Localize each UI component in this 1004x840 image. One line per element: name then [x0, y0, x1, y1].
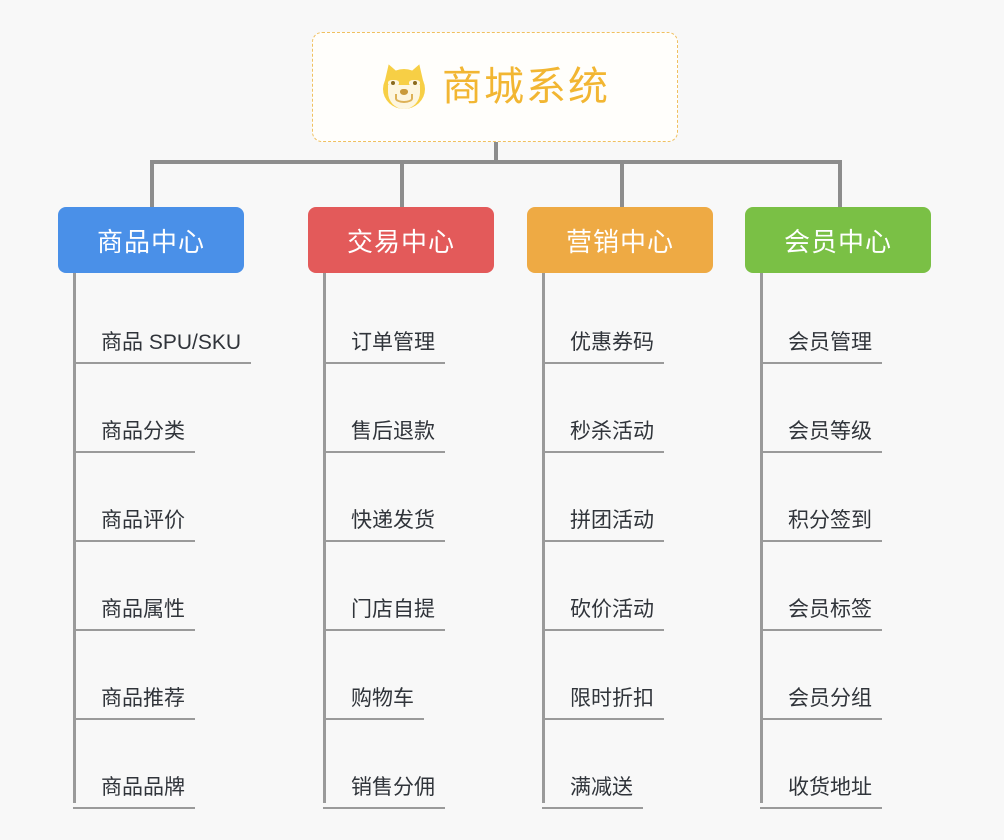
leaf-item-underline	[73, 629, 195, 631]
category-drop-connector-1	[400, 160, 404, 207]
leaf-item-label: 门店自提	[323, 599, 445, 631]
leaf-item-label: 购物车	[323, 688, 424, 720]
leaf-item-underline	[760, 451, 882, 453]
leaf-item[interactable]: 门店自提	[323, 542, 494, 631]
leaf-item-underline	[323, 362, 445, 364]
leaf-item-underline	[73, 451, 195, 453]
leaf-item-label: 限时折扣	[542, 688, 664, 720]
leaf-item-underline	[73, 807, 195, 809]
leaf-item[interactable]: 销售分佣	[323, 720, 494, 809]
leaf-item-label: 满减送	[542, 777, 643, 809]
category-label: 交易中心	[346, 226, 455, 257]
category-column-2: 营销中心优惠券码秒杀活动拼团活动砍价活动限时折扣满减送	[527, 207, 713, 809]
leaf-item[interactable]: 商品属性	[73, 542, 244, 631]
leaf-item-label: 积分签到	[760, 510, 882, 542]
leaf-item-underline	[542, 362, 664, 364]
leaf-item-label: 订单管理	[323, 332, 445, 364]
category-box-1[interactable]: 交易中心	[308, 207, 494, 273]
category-drop-connector-2	[620, 160, 624, 207]
leaf-item-label: 优惠券码	[542, 332, 664, 364]
category-box-0[interactable]: 商品中心	[58, 207, 244, 273]
leaf-item[interactable]: 限时折扣	[542, 631, 713, 720]
category-box-2[interactable]: 营销中心	[527, 207, 713, 273]
category-column-0: 商品中心商品 SPU/SKU 商品分类商品评价商品属性商品推荐商品品牌	[58, 207, 251, 809]
category-label: 会员中心	[783, 226, 892, 257]
leaf-item-underline	[73, 718, 195, 720]
leaf-item-label: 秒杀活动	[542, 421, 664, 453]
leaf-item-underline	[760, 629, 882, 631]
leaf-item-underline	[760, 540, 882, 542]
category-branch-2: 优惠券码秒杀活动拼团活动砍价活动限时折扣满减送	[527, 273, 713, 809]
leaf-item-label: 销售分佣	[323, 777, 445, 809]
leaf-item[interactable]: 会员管理	[760, 283, 931, 364]
root-title: 商城系统	[442, 65, 610, 109]
leaf-item-underline	[323, 718, 424, 720]
leaf-item-label: 商品品牌	[73, 777, 195, 809]
leaf-item-label: 商品推荐	[73, 688, 195, 720]
leaf-item-label: 会员标签	[760, 599, 882, 631]
category-column-1: 交易中心订单管理售后退款快递发货门店自提购物车销售分佣	[308, 207, 494, 809]
category-branch-0: 商品 SPU/SKU 商品分类商品评价商品属性商品推荐商品品牌	[58, 273, 251, 809]
leaf-item-label: 会员等级	[760, 421, 882, 453]
leaf-item-label: 拼团活动	[542, 510, 664, 542]
leaf-item-label: 商品 SPU/SKU	[73, 332, 251, 364]
leaf-item[interactable]: 会员等级	[760, 364, 931, 453]
leaf-item[interactable]: 收货地址	[760, 720, 931, 809]
leaf-item[interactable]: 售后退款	[323, 364, 494, 453]
leaf-item-underline	[542, 718, 664, 720]
leaf-item[interactable]: 商品评价	[73, 453, 244, 542]
leaf-item-label: 收货地址	[760, 777, 882, 809]
leaf-item-label: 会员分组	[760, 688, 882, 720]
leaf-item[interactable]: 拼团活动	[542, 453, 713, 542]
shiba-dog-face-icon	[380, 61, 428, 111]
category-drop-connector-3	[838, 160, 842, 207]
leaf-item[interactable]: 商品推荐	[73, 631, 244, 720]
leaf-item[interactable]: 快递发货	[323, 453, 494, 542]
leaf-item-underline	[542, 451, 664, 453]
leaf-item[interactable]: 会员分组	[760, 631, 931, 720]
leaf-item[interactable]: 砍价活动	[542, 542, 713, 631]
leaf-item-underline	[760, 807, 882, 809]
root-node[interactable]: 商城系统	[312, 32, 678, 142]
category-branch-3: 会员管理会员等级积分签到会员标签会员分组收货地址	[745, 273, 931, 809]
leaf-item-underline	[760, 718, 882, 720]
category-box-3[interactable]: 会员中心	[745, 207, 931, 273]
category-drop-connector-0	[150, 160, 154, 207]
leaf-item-underline	[323, 540, 445, 542]
leaf-item-label: 商品评价	[73, 510, 195, 542]
leaf-item-underline	[323, 629, 445, 631]
leaf-item-label: 商品分类	[73, 421, 195, 453]
leaf-item-label: 售后退款	[323, 421, 445, 453]
leaf-item-underline	[760, 362, 882, 364]
leaf-item[interactable]: 满减送	[542, 720, 713, 809]
leaf-item-underline	[542, 540, 664, 542]
leaf-item[interactable]: 会员标签	[760, 542, 931, 631]
leaf-item-underline	[542, 807, 643, 809]
leaf-item-label: 快递发货	[323, 510, 445, 542]
category-branch-1: 订单管理售后退款快递发货门店自提购物车销售分佣	[308, 273, 494, 809]
leaf-item[interactable]: 商品 SPU/SKU	[73, 283, 251, 364]
leaf-item-label: 会员管理	[760, 332, 882, 364]
leaf-item[interactable]: 商品品牌	[73, 720, 244, 809]
category-label: 商品中心	[96, 226, 205, 257]
category-bus-connector	[150, 160, 842, 164]
leaf-item-underline	[323, 807, 445, 809]
leaf-item-label: 砍价活动	[542, 599, 664, 631]
category-column-3: 会员中心会员管理会员等级积分签到会员标签会员分组收货地址	[745, 207, 931, 809]
leaf-item[interactable]: 订单管理	[323, 283, 494, 364]
leaf-item[interactable]: 秒杀活动	[542, 364, 713, 453]
leaf-item[interactable]: 商品分类	[73, 364, 244, 453]
leaf-item-underline	[323, 451, 445, 453]
leaf-item[interactable]: 优惠券码	[542, 283, 713, 364]
leaf-item-underline	[73, 362, 251, 364]
leaf-item[interactable]: 积分签到	[760, 453, 931, 542]
leaf-item-label: 商品属性	[73, 599, 195, 631]
leaf-item[interactable]: 购物车	[323, 631, 494, 720]
category-label: 营销中心	[565, 226, 674, 257]
root-trunk-connector	[494, 142, 498, 164]
leaf-item-underline	[73, 540, 195, 542]
leaf-item-underline	[542, 629, 664, 631]
